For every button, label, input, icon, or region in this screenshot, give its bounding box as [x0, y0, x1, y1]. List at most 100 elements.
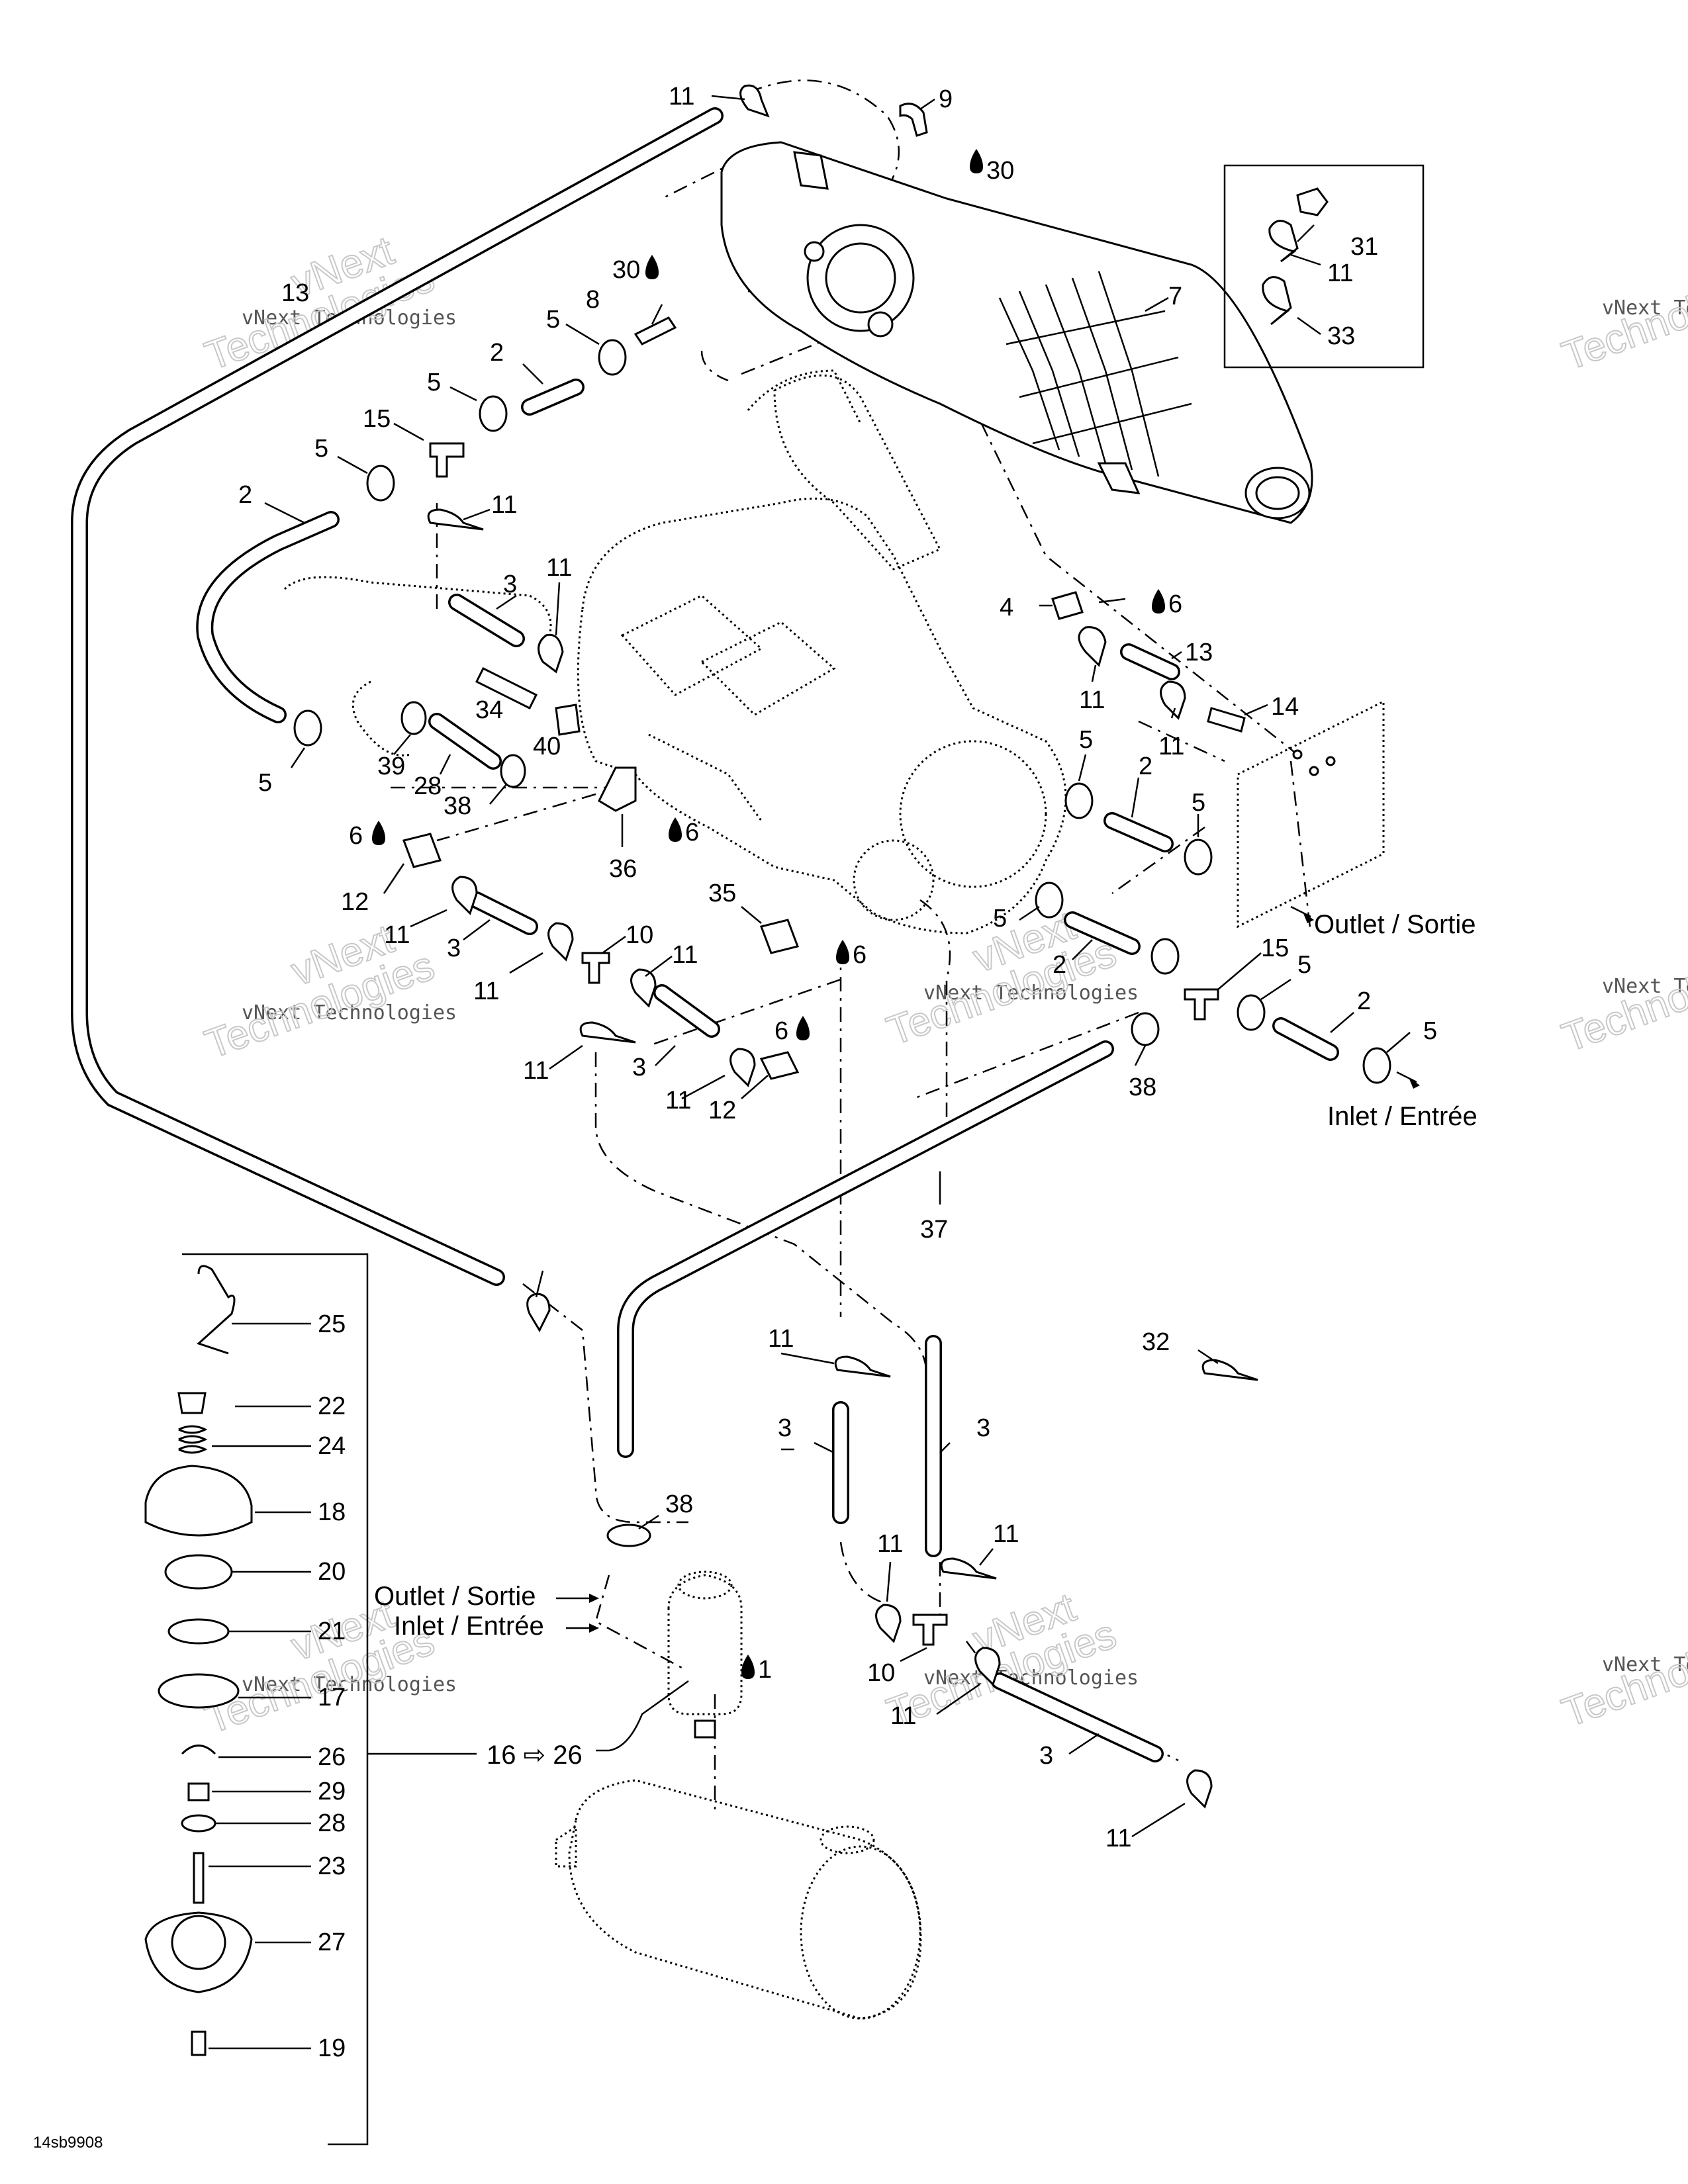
strap-11: [875, 1604, 902, 1643]
callout: 2: [238, 481, 252, 509]
part-40: [555, 704, 581, 736]
elbow-35: [760, 919, 799, 954]
callout: 22: [318, 1392, 346, 1420]
callout: 11: [1327, 259, 1353, 287]
callout: 11: [877, 1530, 903, 1558]
watermark-line2: Technologies: [1556, 936, 1688, 1062]
long-hose-13: [71, 107, 724, 1286]
hose-2: [1272, 1017, 1339, 1061]
part-range-note: 16 ⇨ 26: [487, 1741, 583, 1770]
strap-11: [739, 84, 770, 118]
watermark-company: vNext Technologies: [923, 981, 1139, 1005]
watermark-company: vNext Technologies: [242, 1673, 457, 1696]
clamp-5: [479, 395, 508, 432]
fitting-9: [899, 103, 928, 137]
callout: 5: [1297, 951, 1311, 979]
fittings: [402, 103, 1246, 1646]
callout: 38: [1129, 1073, 1156, 1101]
callout: 5: [993, 905, 1007, 933]
callout: 3: [976, 1414, 990, 1442]
callout: 31: [1350, 233, 1378, 261]
clamp-5: [1184, 839, 1213, 876]
callout: 5: [1192, 789, 1205, 817]
hose-3: [653, 984, 720, 1038]
callout: 10: [626, 921, 653, 949]
clamp-5: [1064, 782, 1094, 819]
drop-icon: [836, 940, 849, 964]
callout: 15: [1261, 934, 1289, 962]
callout: 5: [1423, 1017, 1437, 1045]
callout: 25: [318, 1310, 346, 1338]
callout: 11: [672, 941, 698, 969]
hose-3: [468, 891, 538, 935]
hose-3: [448, 594, 525, 647]
lubricant-drop-icons: [372, 149, 1165, 1679]
callout: 11: [665, 1087, 691, 1115]
tie-straps: [427, 84, 1258, 1809]
strap-11: [1078, 626, 1107, 667]
callout: 7: [1168, 283, 1182, 310]
fitting-36: [598, 766, 637, 812]
clamp-5: [1362, 1047, 1391, 1084]
callout: 34: [475, 696, 503, 724]
tee-15: [429, 442, 465, 478]
callout: 17: [318, 1684, 346, 1711]
tee-15b: [1184, 988, 1219, 1021]
callout: 5: [427, 369, 441, 396]
drop-icon: [796, 1016, 810, 1040]
callout: 18: [318, 1498, 346, 1526]
fitting-14: [1207, 707, 1246, 733]
fuel-tank: [555, 1779, 922, 2020]
callout: 3: [778, 1414, 792, 1442]
elbow-4: [1051, 591, 1084, 620]
lubricant-callout: 6: [774, 1017, 788, 1045]
callout: 11: [523, 1057, 549, 1085]
flow-arrows: [589, 905, 1420, 1633]
callout: 5: [314, 435, 328, 463]
hose-28: [428, 713, 502, 770]
callout: 28: [318, 1809, 346, 1837]
watermark-company: vNext Technologies: [1602, 1653, 1688, 1676]
cap-22: [177, 1392, 207, 1414]
fitting-8: [633, 316, 677, 345]
leader-lines: [209, 95, 1411, 2050]
clamp-5: [293, 709, 322, 747]
callout: 28: [414, 772, 442, 800]
callout: 36: [609, 855, 637, 883]
callout: 9: [939, 85, 953, 113]
inset-box: [1223, 164, 1425, 369]
clamps: [293, 339, 1391, 1547]
watermark-group: vNext Technologies vNext Technologies vN…: [199, 227, 1688, 1743]
watermark-company: vNext Technologies: [1602, 975, 1688, 998]
flow-notes: Outlet / Sortie Inlet / Entrée Outlet / …: [374, 910, 1477, 1770]
callout: 37: [920, 1216, 948, 1244]
callout: 11: [384, 921, 410, 949]
clamp-21: [167, 1618, 230, 1645]
pressure-cap-assembly: [144, 1253, 369, 2146]
pin-23: [193, 1852, 205, 1904]
drawing-code: 14sb9908: [33, 2134, 103, 2152]
callout: 35: [708, 880, 736, 907]
watermark-company: vNext Technologies: [242, 1001, 457, 1024]
callout: 11: [473, 978, 499, 1005]
inlet-note-lower: Inlet / Entrée: [394, 1612, 544, 1641]
clamp-5: [1237, 994, 1266, 1031]
callout: 12: [341, 888, 369, 916]
callout: 11: [993, 1520, 1019, 1548]
callout: 33: [1327, 322, 1355, 350]
strap-11: [630, 968, 657, 1008]
callout: 11: [1079, 686, 1105, 714]
strap-11: [729, 1048, 756, 1087]
strap-32: [1201, 1359, 1258, 1381]
outlet-note-lower: Outlet / Sortie: [374, 1582, 536, 1611]
callout: 15: [363, 405, 391, 433]
mounting-plate: [1237, 700, 1385, 929]
callout: 4: [1000, 594, 1013, 621]
callout: 5: [258, 769, 272, 797]
drop-icon: [669, 817, 682, 842]
callout: 5: [1079, 726, 1093, 754]
part-29: [187, 1782, 210, 1801]
clamp-38: [606, 1524, 651, 1547]
strap-11: [579, 1021, 636, 1044]
